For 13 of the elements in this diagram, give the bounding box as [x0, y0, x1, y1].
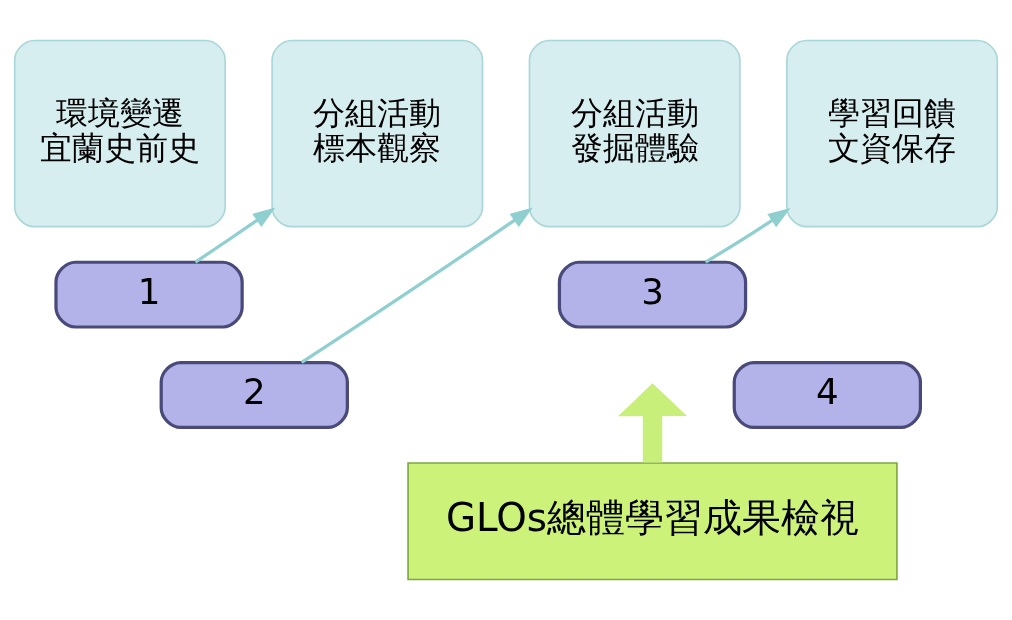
- arrow: [618, 383, 687, 463]
- node-box: 1: [54, 260, 244, 329]
- arrow: [194, 207, 276, 264]
- arrow: [704, 207, 791, 264]
- node-box: 環境變遷 宜蘭史前史: [13, 39, 226, 228]
- node-box: 分組活動 發掘體驗: [528, 39, 741, 228]
- node-box: 2: [159, 361, 349, 429]
- node-box: 3: [557, 260, 748, 329]
- node-box: 學習回饋 文資保存: [786, 39, 999, 228]
- arrow: [300, 207, 533, 364]
- node-box: 4: [732, 361, 922, 429]
- node-box: GLOs總體學習成果檢視: [407, 462, 898, 581]
- node-box: 分組活動 標本觀察: [271, 39, 484, 228]
